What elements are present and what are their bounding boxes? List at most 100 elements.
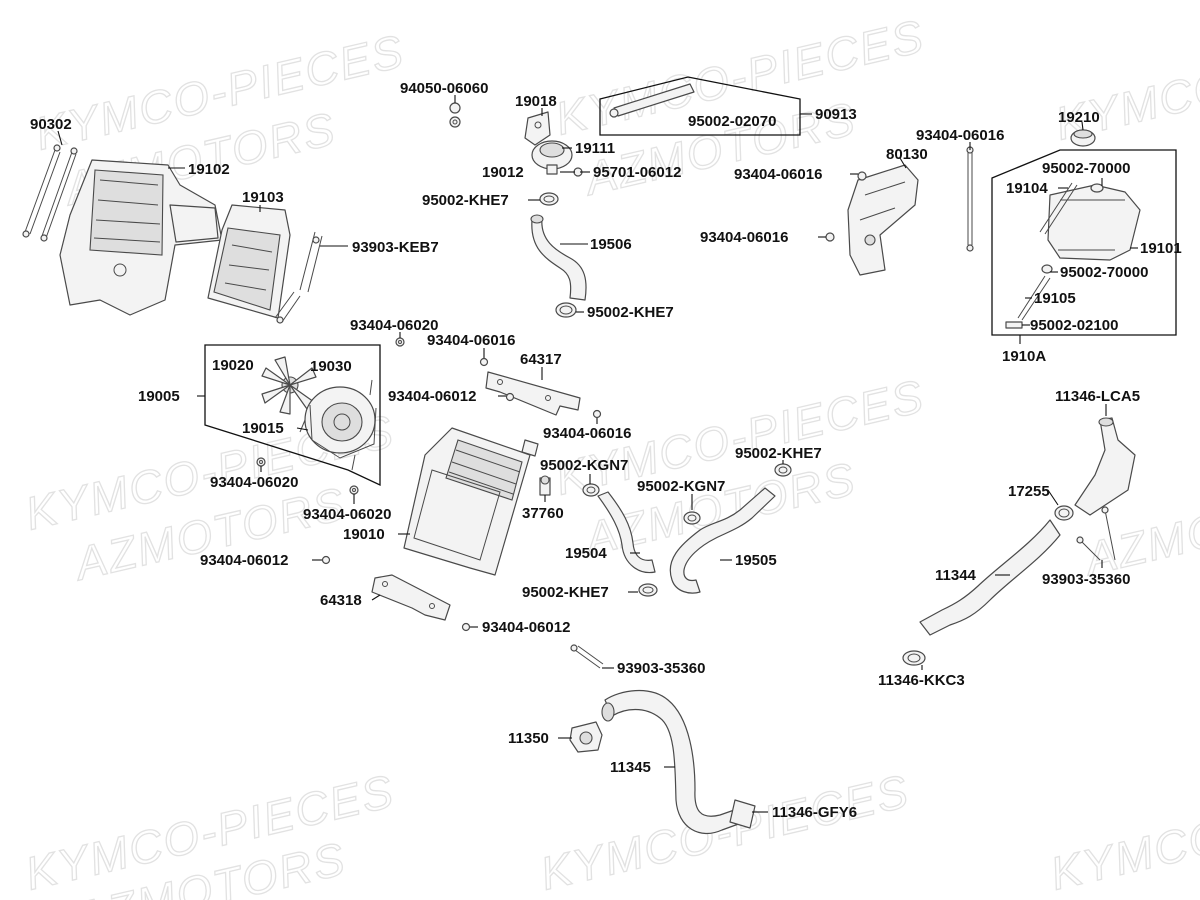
screw-part-93404-06016: [592, 409, 602, 419]
bracket-part-64318: [371, 574, 451, 621]
kit-box-90913: [599, 76, 801, 136]
clamp-part-95002-70000: [1090, 183, 1104, 193]
part-label: 95002-KHE7: [735, 445, 822, 462]
part-label: 37760: [522, 505, 564, 522]
part-label: 19101: [1140, 240, 1182, 257]
part-label: 19030: [310, 358, 352, 375]
part-label: 95002-02070: [688, 113, 776, 130]
part-label: 90913: [815, 106, 857, 123]
rod-part-93404-06016: [966, 146, 974, 252]
fitting-part-11346-gfy6: [729, 799, 756, 829]
part-label: 93404-06020: [303, 506, 391, 523]
part-label: 17255: [1008, 483, 1050, 500]
hose-part-11344: [919, 519, 1061, 636]
part-label: 95002-70000: [1060, 264, 1148, 281]
part-label: 95002-02100: [1030, 317, 1118, 334]
watermark-kymco: KYMCO-PIECES: [536, 764, 915, 899]
screw-part-93404-06012: [461, 622, 471, 632]
part-label: 93903-35360: [1042, 571, 1130, 588]
clip-part-93903-keb7: [274, 231, 323, 324]
fitting-part-11346-lca5: [1074, 417, 1136, 516]
sensor-part-37760: [539, 475, 551, 496]
part-label: 19010: [343, 526, 385, 543]
part-label: 19018: [515, 93, 557, 110]
part-label: 93404-06020: [210, 474, 298, 491]
watermark-kymco: KYMCO-PIECES: [1046, 764, 1200, 899]
bracket-part-64317: [485, 371, 581, 416]
clip-part-93903-35360: [570, 644, 604, 669]
clamp-part-95002-kgn7: [582, 483, 600, 497]
part-label: 11346-GFY6: [772, 804, 857, 821]
clamp-part-95002-khe7: [774, 463, 792, 477]
part-label: 19506: [590, 236, 632, 253]
part-label: 93903-KEB7: [352, 239, 439, 256]
part-label: 95002-KHE7: [422, 192, 509, 209]
part-label: 93404-06016: [734, 166, 822, 183]
clamp-part-11346-kkc3: [902, 650, 926, 666]
part-label: 19104: [1006, 180, 1048, 197]
part-label: 64318: [320, 592, 362, 609]
screw-part-93404-06016: [857, 171, 867, 181]
clip-part-93903-35360: [1076, 506, 1116, 561]
part-label: 95002-KGN7: [540, 457, 628, 474]
part-label: 19102: [188, 161, 230, 178]
part-label: 19504: [565, 545, 607, 562]
part-label: 93404-06016: [543, 425, 631, 442]
shroud-part-19015: [309, 404, 377, 459]
bracket-part-80130: [847, 164, 919, 276]
tube-part-19104: [1039, 182, 1078, 235]
bracket-part-19018: [524, 111, 551, 146]
part-label: 95701-06012: [593, 164, 681, 181]
screw-part-94050-06060: [449, 102, 461, 128]
part-label: 11344: [935, 567, 977, 584]
part-label: 93404-06020: [350, 317, 438, 334]
part-label: 95002-KGN7: [637, 478, 725, 495]
kit-box-19005: [204, 344, 381, 487]
part-label: 19012: [482, 164, 524, 181]
hose-part-19506: [530, 214, 587, 301]
fan-motor-part-19030: [299, 379, 376, 471]
part-label: 93404-06016: [700, 229, 788, 246]
hose-part-19504: [597, 491, 656, 574]
radiator-part-19010: [403, 427, 539, 576]
part-label: 1910A: [1002, 348, 1046, 365]
part-label: 11345: [610, 759, 651, 776]
clamp-part-95002-khe7: [638, 583, 658, 597]
part-label: 11350: [508, 730, 549, 747]
tube-part-19105: [1017, 275, 1051, 321]
part-label: 93404-06016: [427, 332, 515, 349]
reservoir-part-19101: [1047, 184, 1141, 261]
part-label: 80130: [886, 146, 928, 163]
screw-part-93404-06012: [505, 392, 515, 402]
part-label: 19505: [735, 552, 777, 569]
part-label: 93903-35360: [617, 660, 705, 677]
clamp-part-95002-khe7: [555, 302, 577, 318]
part-label: 64317: [520, 351, 562, 368]
screw-part-93404-06020: [256, 457, 266, 467]
watermark-kymco: KYMCO-PIECES: [1051, 14, 1200, 149]
screw-part-93404-06016: [825, 232, 835, 242]
clamp-part-95002-kgn7: [683, 511, 701, 525]
screw-part-93404-06016: [479, 357, 489, 367]
strap-part-90302: [22, 144, 78, 242]
part-number-labels: 90302 19102 19103 93903-KEB7 94050-06060…: [30, 80, 1182, 821]
sensor-part-11350: [569, 721, 603, 753]
clamp-part-95002-70000: [1041, 264, 1053, 274]
screw-part-93404-06020: [349, 485, 359, 495]
part-label: 93404-06012: [388, 388, 476, 405]
part-label: 19103: [242, 189, 284, 206]
part-label: 11346-LCA5: [1055, 388, 1140, 405]
clamp-part-95002-02100: [1005, 321, 1023, 329]
part-label: 93404-06012: [482, 619, 570, 636]
part-label: 90302: [30, 116, 72, 133]
part-label: 93404-06016: [916, 127, 1004, 144]
part-label: 11346-KKC3: [878, 672, 965, 689]
hose-part-19505: [669, 487, 776, 594]
part-label: 19020: [212, 357, 254, 374]
screw-part-93404-06012: [321, 555, 331, 565]
part-label: 95002-70000: [1042, 160, 1130, 177]
hose-part-95002-02070: [609, 83, 695, 118]
clamp-part-17255: [1054, 505, 1074, 521]
